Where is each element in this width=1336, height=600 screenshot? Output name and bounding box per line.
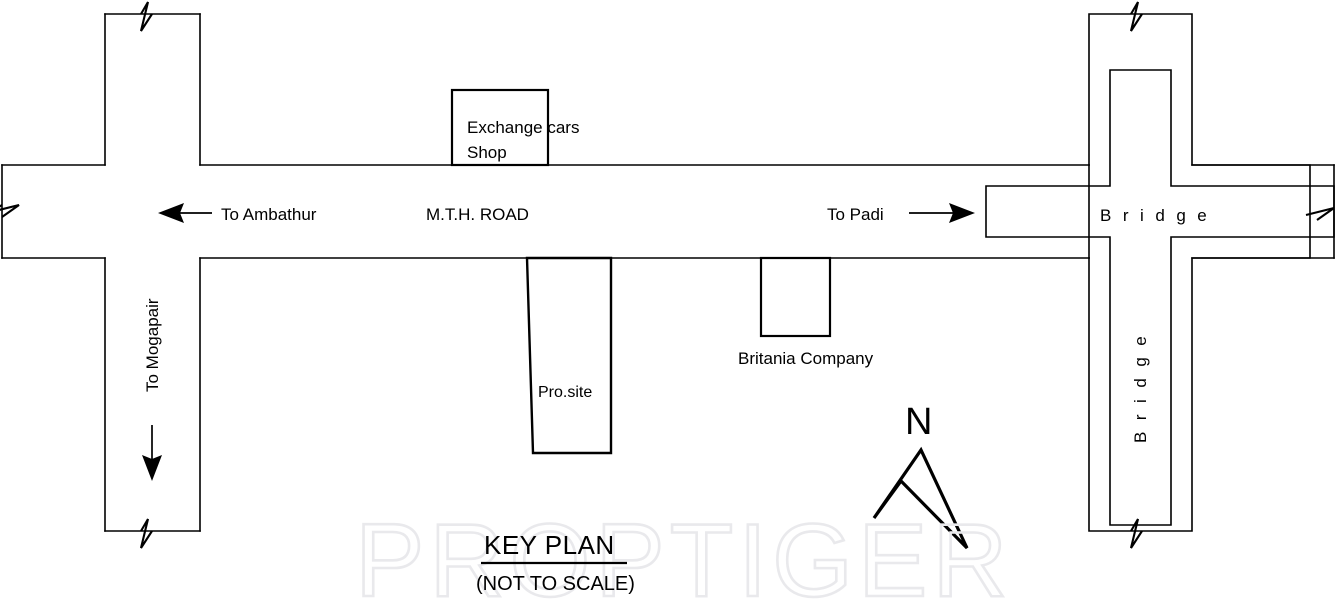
project-site-outline — [525, 256, 613, 455]
title-block: KEY PLAN (NOT TO SCALE) — [476, 530, 635, 595]
break-symbol-mogapair-top — [139, 1, 153, 32]
road-network — [1, 13, 1335, 532]
west-direction-label: To Ambathur — [221, 205, 317, 224]
direction-annotations: To Ambathur M.T.H. ROAD To Padi To Mogap… — [142, 203, 975, 481]
east-arrow-head-icon — [949, 203, 975, 223]
north-arrow-compass: N — [872, 401, 969, 550]
south-arrow-head-icon — [142, 455, 162, 481]
break-symbol-bridge-top — [1129, 1, 1143, 32]
exchange-cars-shop: Exchange cars Shop — [450, 88, 579, 167]
exchange-cars-shop-label-line2: Shop — [467, 143, 507, 162]
west-arrow-head-icon — [158, 203, 184, 223]
page-title: KEY PLAN — [484, 530, 615, 560]
project-site-label: Pro.site — [538, 384, 592, 401]
south-direction-label: To Mogapair — [143, 298, 162, 392]
north-label: N — [905, 401, 932, 443]
break-symbol-bridge-bottom — [1129, 518, 1143, 549]
project-site: Pro.site — [525, 256, 613, 455]
east-direction-label: To Padi — [827, 205, 884, 224]
britania-company-label: Britania Company — [738, 349, 874, 368]
bridge-vertical-label: B r i d g e — [1131, 333, 1150, 443]
page-subtitle: (NOT TO SCALE) — [476, 573, 635, 595]
britania-company-box — [759, 256, 832, 338]
watermark: PROPTIGER — [354, 502, 1013, 600]
north-arrow-icon — [872, 446, 969, 550]
exchange-cars-shop-label-line1: Exchange cars — [467, 118, 579, 137]
break-symbol-west-terminus — [0, 203, 20, 218]
break-symbol-east-terminus — [1305, 206, 1335, 221]
exchange-cars-shop-box — [450, 88, 550, 167]
bridge-horizontal-label: B r i d g e — [1100, 206, 1210, 225]
bridge-outer-outline — [1088, 13, 1311, 532]
watermark-text: PROPTIGER — [355, 503, 1013, 600]
main-road-label: M.T.H. ROAD — [426, 205, 529, 224]
break-symbols — [0, 1, 1335, 549]
bridge-inner-cross-outline — [985, 69, 1335, 526]
bridge-labels: B r i d g e B r i d g e — [1100, 206, 1210, 443]
britania-company: Britania Company — [738, 256, 874, 368]
break-symbol-mogapair-bottom — [139, 518, 153, 549]
